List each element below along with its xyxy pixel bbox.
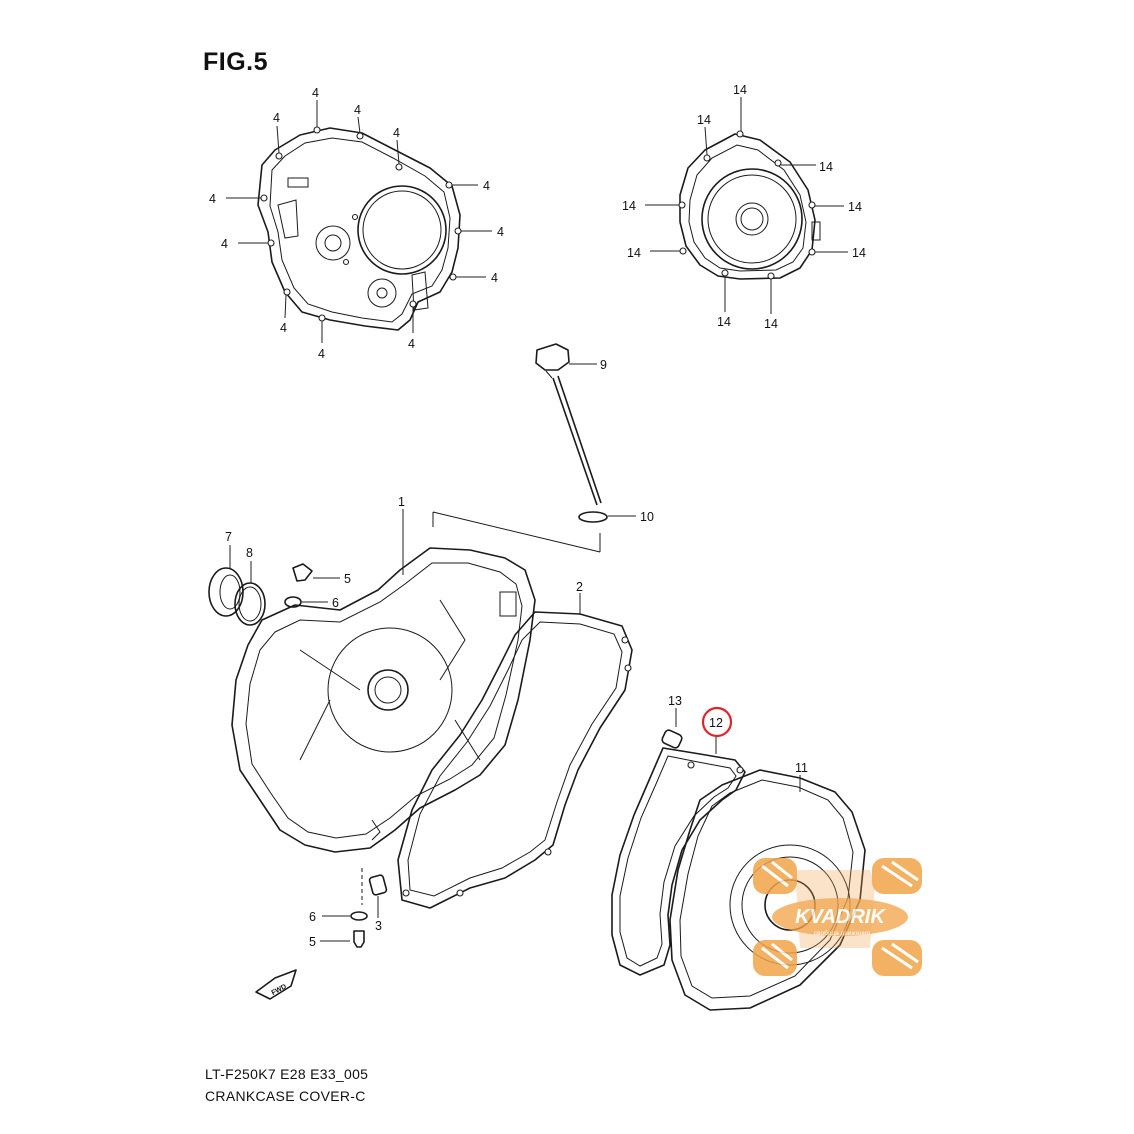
dowel-washer-bolt-lower: 3 6 5 [309,868,388,949]
callout-14: 14 [622,199,636,213]
callout-14: 14 [627,246,641,260]
callout-5: 5 [309,935,316,949]
clutch-cover-detail [226,100,492,343]
callout-4: 4 [312,86,319,100]
watermark-logo: KVADRIK свобода движения [753,858,922,976]
callout-4: 4 [497,225,504,239]
crankcase-cover: 1 [231,495,536,853]
callout-4: 4 [209,192,216,206]
callout-3: 3 [375,919,382,933]
highlight-circle [701,706,733,738]
callout-9: 9 [600,358,607,372]
callout-12: 12 [709,716,723,730]
callout-13: 13 [668,694,682,708]
callout-4: 4 [483,179,490,193]
magneto-side-parts: 13 12 11 [611,694,866,1011]
callout-10: 10 [640,510,654,524]
callout-8: 8 [246,546,253,560]
magneto-cover-11 [669,769,866,1011]
callout-4: 4 [221,237,228,251]
plug-and-washer-upper: 5 6 [284,563,351,610]
callout-14: 14 [717,315,731,329]
callout-2: 2 [576,580,583,594]
gasket-12 [611,747,746,976]
callout-6: 6 [332,596,339,610]
callout-14: 14 [697,113,711,127]
callout-14: 14 [733,83,747,97]
callout-5: 5 [344,572,351,586]
callout-6: 6 [309,910,316,924]
callout-4: 4 [408,337,415,351]
callout-4: 4 [318,347,325,361]
watermark-brand: KVADRIK [795,906,886,928]
assembly-guide [432,511,601,553]
fwd-label: FWD [270,983,287,997]
callout-14: 14 [764,317,778,331]
oil-seal-and-o-ring: 7 8 [208,530,266,626]
figure-title: FIG.5 [203,48,269,76]
callout-4: 4 [280,321,287,335]
magneto-cover-callouts: 14 14 14 14 14 14 14 14 14 [622,83,866,331]
callout-4: 4 [491,271,498,285]
callout-11: 11 [795,761,808,775]
figure-code: LT-F250K7 E28 E33_005 [205,1066,369,1082]
figure-caption: CRANKCASE COVER-C [205,1088,366,1104]
clutch-cover-callouts: 4 4 4 4 4 4 4 4 4 4 4 4 [209,86,504,361]
callout-14: 14 [848,200,862,214]
crankcase-gasket: 2 [397,580,633,909]
watermark-slogan: свобода движения [814,929,871,937]
callout-4: 4 [393,126,400,140]
magneto-cover-detail [645,97,848,314]
callout-14: 14 [852,246,866,260]
oil-dipstick: 9 10 [535,343,654,524]
callout-4: 4 [354,103,361,117]
forward-direction-marker: FWD [255,969,297,1000]
callout-1: 1 [398,495,405,509]
callout-7: 7 [225,530,232,544]
callout-14: 14 [819,160,833,174]
callout-4: 4 [273,111,280,125]
